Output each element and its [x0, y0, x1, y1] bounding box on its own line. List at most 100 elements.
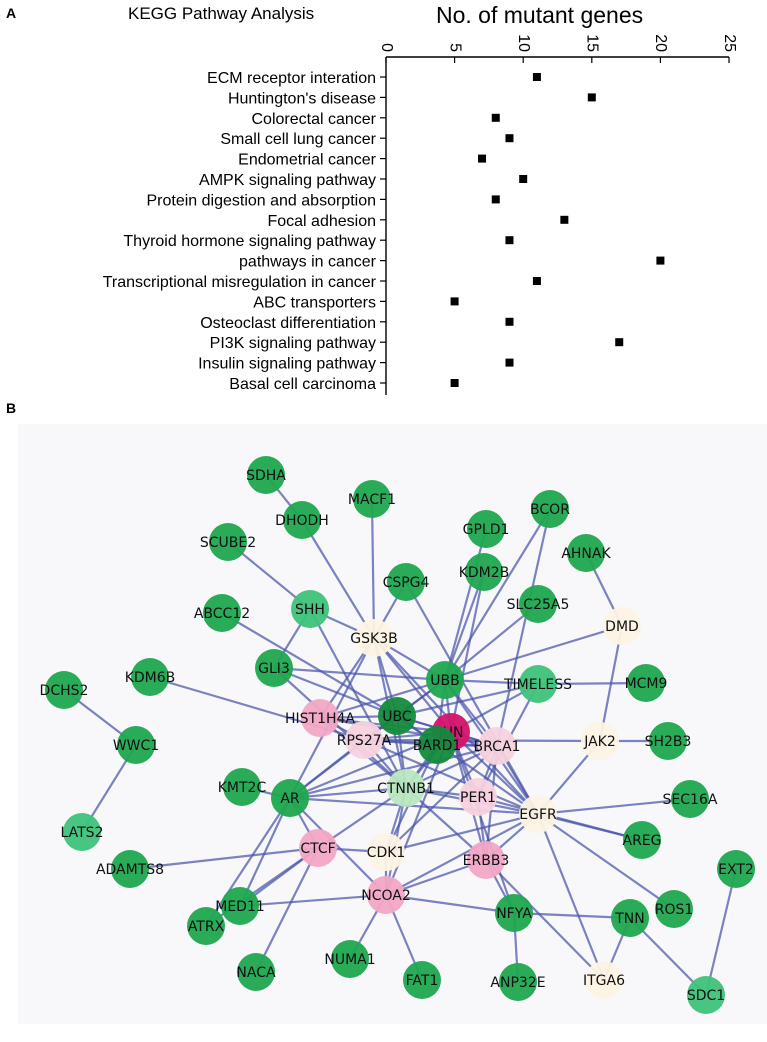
network-node-circle [131, 658, 169, 696]
network-node-circle [465, 553, 503, 591]
data-point [532, 277, 541, 285]
network-node: TIMELESS [503, 665, 572, 703]
network-node-circle [223, 768, 261, 806]
network-node-circle [717, 850, 755, 888]
network-edge [385, 745, 498, 853]
network-edge [495, 508, 552, 747]
network-nodes: SDHAMACF1GPLD1BCORDHODHSCUBE2AHNAKKDM2BC… [40, 456, 755, 1014]
network-node-label: GSK3B [350, 631, 397, 647]
network-node-label: TIMELESS [503, 677, 572, 693]
network-node-label: MED11 [215, 899, 265, 915]
network-node-circle [687, 976, 725, 1014]
network-node: SHH [291, 590, 329, 628]
network-node-circle [403, 961, 441, 999]
network-node-label: KMT2C [218, 780, 267, 796]
network-node: UBC [378, 697, 416, 735]
network-node-circle [367, 833, 405, 871]
network-node-label: SEC16A [663, 792, 718, 808]
network-node: MCM9 [625, 664, 667, 702]
network-node: NCOA2 [361, 876, 411, 914]
network-node-circle [237, 953, 275, 991]
category-label: Huntington's disease [228, 90, 376, 107]
network-node: MACF1 [348, 480, 396, 518]
network-node-label: ADAMTS8 [96, 862, 164, 878]
network-node: GPLD1 [463, 510, 510, 548]
network-node: CTCF [299, 829, 337, 867]
data-point [656, 256, 665, 265]
network-node: BRCA1 [474, 727, 520, 765]
network-node-circle [519, 665, 557, 703]
network-node-label: NUMA1 [324, 952, 375, 968]
x-tick-label: 10 [515, 34, 532, 52]
network-edge [239, 893, 387, 908]
data-point [505, 236, 514, 245]
network-node-circle [367, 876, 405, 914]
x-tick-label: 20 [652, 34, 669, 52]
network-node: ITGA6 [583, 961, 625, 999]
network-node-circle [355, 619, 393, 657]
network-node-circle [623, 821, 661, 859]
x-tick-label: 0 [378, 43, 395, 52]
network-node-label: ANP32E [490, 975, 545, 991]
network-edge [396, 715, 539, 815]
network-edge [513, 911, 631, 920]
network-node: CDK1 [367, 833, 405, 871]
network-node: NACA [236, 953, 276, 991]
network-node-circle [301, 699, 339, 737]
network-node: DCHS2 [40, 671, 88, 709]
network-node: SCUBE2 [200, 523, 256, 561]
network-node-circle [627, 664, 665, 702]
network-edge [289, 786, 407, 800]
network-node-circle [203, 594, 241, 632]
network-node-label: ABCC12 [194, 606, 250, 622]
network-node-label: UBB [430, 673, 459, 689]
network-node: LATS2 [61, 813, 103, 851]
network-edge [396, 682, 539, 718]
category-label: ECM receptor interation [207, 70, 376, 87]
network-node-label: BARD1 [413, 738, 462, 754]
network-node: EGFR [519, 795, 557, 833]
interaction-network: SDHAMACF1GPLD1BCORDHODHSCUBE2AHNAKKDM2BC… [40, 456, 755, 1014]
network-edge [289, 797, 387, 896]
panel-a-title: KEGG Pathway Analysis [128, 4, 314, 23]
network-node: KMT2C [218, 768, 267, 806]
network-node: TNN [611, 899, 649, 937]
network-node: SDHA [246, 456, 286, 494]
network-node: SDC1 [687, 976, 725, 1014]
category-label: pathways in cancer [239, 254, 377, 271]
network-node: GLI3 [255, 649, 293, 687]
category-label: Osteoclast differentiation [200, 315, 376, 332]
network-node: NFYA [495, 894, 533, 932]
network-node: BARD1 [413, 726, 462, 764]
network-node-circle [495, 894, 533, 932]
network-edge [444, 508, 551, 681]
x-tick-label: 5 [446, 43, 463, 52]
network-node-label: BCOR [530, 502, 570, 518]
network-node: ABCC12 [194, 594, 250, 632]
network-node: RPS27A [337, 721, 392, 759]
network-edge [485, 859, 605, 981]
network-node-circle [581, 722, 619, 760]
network-node-label: NACA [236, 965, 276, 981]
network-node: AREG [623, 821, 662, 859]
network-node-circle [353, 480, 391, 518]
network-node: AR [271, 779, 309, 817]
data-point [450, 297, 459, 306]
data-point [505, 317, 514, 326]
network-node-label: SHH [295, 602, 325, 618]
network-node-circle [649, 722, 687, 760]
network-node-label: MACF1 [348, 492, 396, 508]
network-node-label: CTNNB1 [377, 781, 435, 797]
network-node-label: GLI3 [258, 661, 290, 677]
data-point [491, 195, 500, 204]
network-node-circle [655, 890, 693, 928]
data-point [587, 93, 596, 102]
network-node-label: GPLD1 [463, 522, 510, 538]
network-node: ANP32E [490, 963, 546, 1001]
network-edge [536, 813, 606, 981]
network-node-label: AREG [623, 833, 662, 849]
network-edge [385, 813, 539, 896]
network-edge [221, 612, 398, 717]
x-tick-label: 25 [721, 34, 738, 52]
